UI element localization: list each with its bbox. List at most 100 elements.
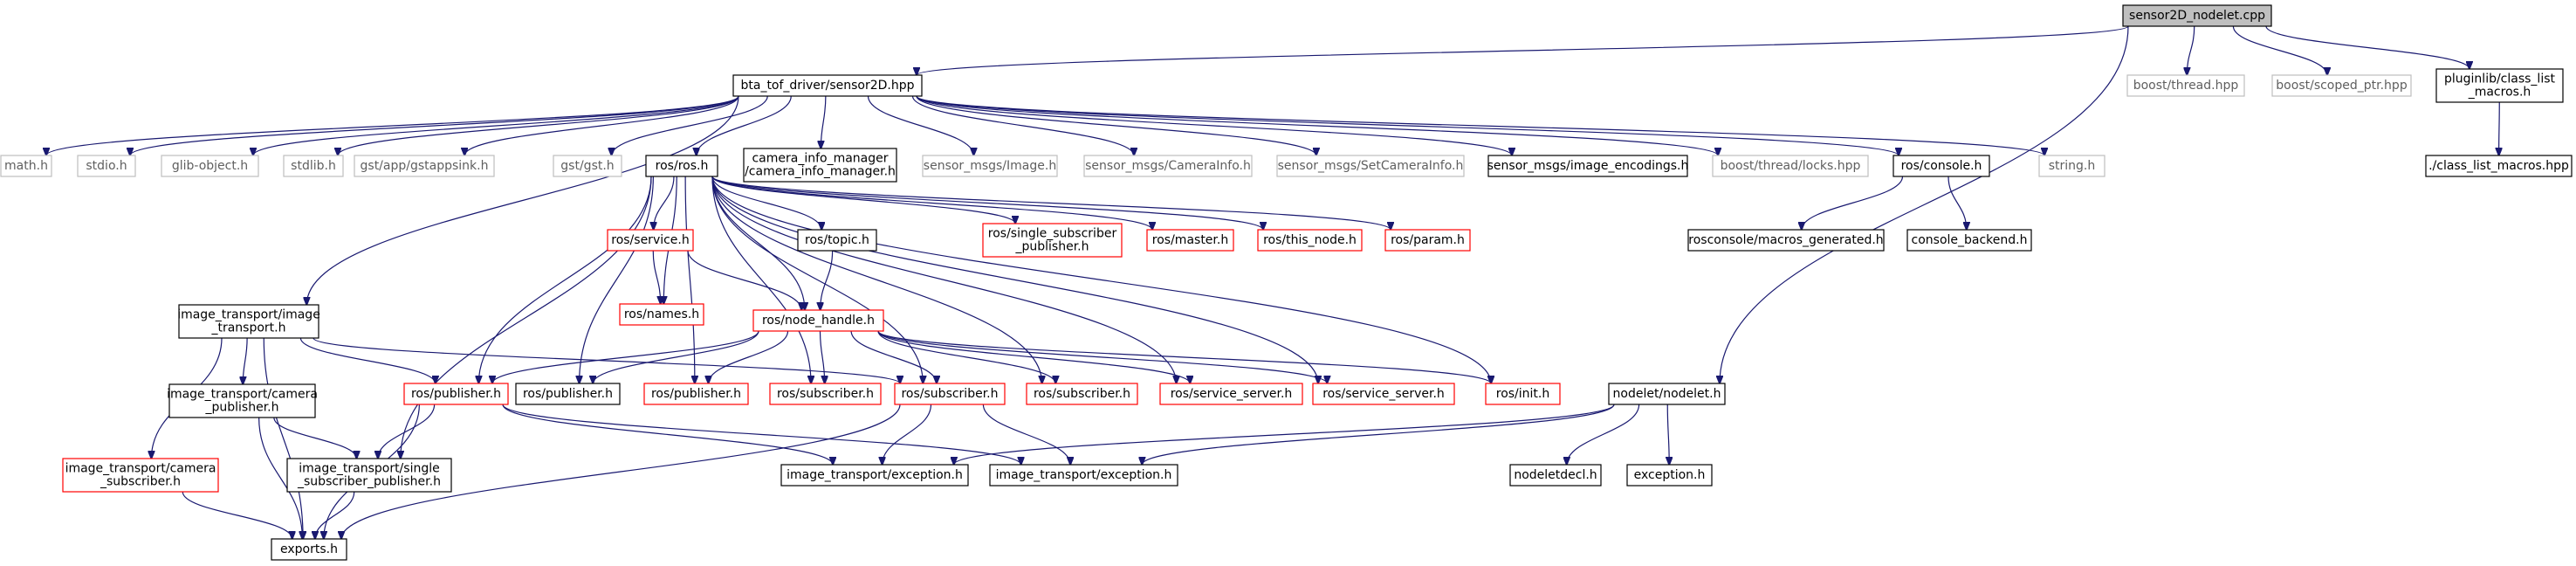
edge-ros_publisher_red-to-it_exception_1 bbox=[502, 404, 833, 465]
node-it_camera_publisher[interactable]: image_transport/camera_publisher.h bbox=[167, 383, 318, 418]
node-ros_master[interactable]: ros/master.h bbox=[1146, 229, 1234, 252]
node-label-it_image_transport-1: _transport.h bbox=[210, 321, 285, 335]
node-label-boost_scoped_ptr-0: boost/scoped_ptr.hpp bbox=[2276, 79, 2408, 93]
node-ros_publisher_b1[interactable]: ros/publisher.h bbox=[515, 383, 621, 405]
node-ros_service[interactable]: ros/service.h bbox=[607, 229, 694, 252]
node-console_backend[interactable]: console_backend.h bbox=[1906, 229, 2032, 252]
node-label-sensor_camerainfo-0: sensor_msgs/CameraInfo.h bbox=[1085, 159, 1251, 173]
node-ros_subscriber_r3[interactable]: ros/subscriber.h bbox=[1026, 383, 1138, 405]
node-box-math_h bbox=[0, 155, 52, 177]
node-root[interactable]: sensor2D_nodelet.cpp bbox=[2122, 4, 2272, 27]
node-it_exception_1[interactable]: image_transport/exception.h bbox=[780, 464, 969, 487]
node-ros_single_sub_pub[interactable]: ros/single_subscriber_publisher.h bbox=[982, 223, 1123, 258]
node-box-ros_service bbox=[607, 229, 694, 252]
node-box-exports_h bbox=[271, 538, 347, 561]
edge-it_camera_subscriber-to-exports_h bbox=[182, 491, 292, 539]
edge-root-to-pluginlib bbox=[2265, 25, 2470, 69]
edge-ros_h-to-ros_service_server_r1 bbox=[711, 176, 1177, 383]
node-box-string_h bbox=[2038, 155, 2105, 177]
edge-ros_h-to-ros_this_node bbox=[711, 176, 1263, 230]
node-class_list_macros[interactable]: ./class_list_macros.hpp bbox=[2425, 155, 2573, 177]
node-nodelet_h[interactable]: nodelet/nodelet.h bbox=[1608, 383, 1726, 405]
edge-ros_h-to-ros_param bbox=[711, 176, 1391, 230]
node-it_camera_subscriber[interactable]: image_transport/camera_subscriber.h bbox=[62, 458, 219, 493]
node-math_h: math.h bbox=[0, 155, 52, 177]
node-ros_this_node[interactable]: ros/this_node.h bbox=[1257, 229, 1363, 252]
edge-root-to-nodelet_h bbox=[1720, 25, 2129, 383]
node-label-sensor2d_hpp-0: bta_tof_driver/sensor2D.hpp bbox=[740, 79, 914, 93]
node-box-glib_object bbox=[161, 155, 259, 177]
edge-sensor2d_hpp-to-sensor_camerainfo bbox=[911, 95, 1135, 155]
edge-ros_h-to-ros_subscriber_r2 bbox=[711, 176, 923, 383]
edge-sensor2d_hpp-to-camera_info_manager bbox=[821, 95, 827, 148]
edge-sensor2d_hpp-to-math_h bbox=[46, 95, 739, 155]
edge-sensor2d_hpp-to-stdlib_h bbox=[338, 95, 739, 155]
node-ros_init[interactable]: ros/init.h bbox=[1485, 383, 1561, 405]
node-ros_service_server_r1[interactable]: ros/service_server.h bbox=[1159, 383, 1303, 405]
node-nodeletdecl[interactable]: nodeletdecl.h bbox=[1509, 464, 1602, 487]
node-box-root bbox=[2122, 4, 2272, 27]
edge-ros_subscriber_r2-to-it_exception_1 bbox=[883, 404, 932, 465]
node-exception_h[interactable]: exception.h bbox=[1626, 464, 1713, 487]
node-ros_console[interactable]: ros/console.h bbox=[1893, 155, 1990, 177]
node-label-stdio_h-0: stdio.h bbox=[86, 159, 127, 173]
node-sensor2d_hpp[interactable]: bta_tof_driver/sensor2D.hpp bbox=[732, 74, 923, 97]
node-box-ros_service_server_r1 bbox=[1159, 383, 1303, 405]
edge-it_camera_publisher-to-it_single_sub_pub bbox=[273, 417, 357, 459]
node-ros_node_handle[interactable]: ros/node_handle.h bbox=[752, 309, 884, 332]
node-exports_h[interactable]: exports.h bbox=[271, 538, 347, 561]
node-box-ros_param bbox=[1384, 229, 1471, 252]
edge-sensor2d_hpp-to-sensor_setcamerainfo bbox=[916, 95, 1316, 155]
node-camera_info_manager[interactable]: camera_info_manager/camera_info_manager.… bbox=[743, 148, 897, 183]
node-stdlib_h: stdlib.h bbox=[283, 155, 344, 177]
node-label-ros_init-0: ros/init.h bbox=[1496, 387, 1550, 401]
edge-nodelet_h-to-nodeletdecl bbox=[1567, 404, 1640, 465]
node-label-nodeletdecl-0: nodeletdecl.h bbox=[1514, 468, 1597, 482]
node-label-ros_subscriber_r2-0: ros/subscriber.h bbox=[901, 387, 998, 401]
node-boost_scoped_ptr: boost/scoped_ptr.hpp bbox=[2271, 74, 2412, 97]
edge-sensor2d_hpp-to-ros_console bbox=[916, 95, 1899, 155]
node-ros_publisher_red[interactable]: ros/publisher.h bbox=[403, 383, 509, 405]
node-it_single_sub_pub[interactable]: image_transport/single_subscriber_publis… bbox=[286, 458, 452, 493]
node-label-ros_publisher_r2-0: ros/publisher.h bbox=[651, 387, 741, 401]
node-pluginlib[interactable]: pluginlib/class_list_macros.h bbox=[2435, 68, 2564, 103]
edge-ros_h-to-ros_publisher_r2 bbox=[684, 176, 695, 383]
edge-nodelet_h-to-exception_h bbox=[1667, 404, 1669, 465]
node-box-sensor_camerainfo bbox=[1083, 155, 1253, 177]
edge-sensor2d_hpp-to-boost_locks bbox=[916, 95, 1718, 155]
node-label-ros_h-0: ros/ros.h bbox=[656, 159, 709, 173]
edge-ros_subscriber_r2-to-exports_h bbox=[341, 404, 901, 539]
node-label-boost_thread-0: boost/thread.hpp bbox=[2133, 79, 2239, 93]
node-label-gst_h-0: gst/gst.h bbox=[560, 159, 614, 173]
node-ros_topic[interactable]: ros/topic.h bbox=[797, 229, 877, 252]
node-label-it_exception_2-0: image_transport/exception.h bbox=[996, 468, 1172, 482]
edge-it_camera_publisher-to-exports_h bbox=[258, 417, 303, 539]
node-label-pluginlib-0: pluginlib/class_list bbox=[2444, 72, 2556, 86]
node-ros_param[interactable]: ros/param.h bbox=[1384, 229, 1471, 252]
node-label-it_single_sub_pub-1: _subscriber_publisher.h bbox=[297, 475, 441, 489]
node-box-sensor_image bbox=[922, 155, 1058, 177]
node-box-nodelet_h bbox=[1608, 383, 1726, 405]
node-it_exception_2[interactable]: image_transport/exception.h bbox=[989, 464, 1178, 487]
node-label-ros_service-0: ros/service.h bbox=[611, 233, 690, 247]
node-box-ros_single_sub_pub bbox=[982, 223, 1123, 258]
edge-ros_h-to-ros_subscriber_r1 bbox=[711, 176, 811, 383]
node-label-ros_subscriber_r1-0: ros/subscriber.h bbox=[777, 387, 874, 401]
node-ros_subscriber_r2[interactable]: ros/subscriber.h bbox=[894, 383, 1006, 405]
node-ros_subscriber_r1[interactable]: ros/subscriber.h bbox=[769, 383, 882, 405]
node-label-boost_locks-0: boost/thread/locks.hpp bbox=[1721, 159, 1861, 173]
node-ros_publisher_r2[interactable]: ros/publisher.h bbox=[643, 383, 749, 405]
edge-ros_node_handle-to-ros_subscriber_r1 bbox=[819, 330, 825, 383]
node-ros_service_server_r2[interactable]: ros/service_server.h bbox=[1312, 383, 1455, 405]
node-label-it_single_sub_pub-0: image_transport/single bbox=[299, 462, 439, 476]
node-ros_names[interactable]: ros/names.h bbox=[619, 303, 704, 326]
node-rosconsole_macros[interactable]: rosconsole/macros_generated.h bbox=[1687, 229, 1885, 252]
edge-ros_node_handle-to-ros_service_server_r2 bbox=[877, 330, 1327, 383]
edge-root-to-sensor2d_hpp bbox=[917, 25, 2129, 75]
node-label-exports_h-0: exports.h bbox=[280, 542, 338, 556]
node-it_image_transport[interactable]: image_transport/image_transport.h bbox=[177, 304, 320, 339]
node-image_encodings[interactable]: sensor_msgs/image_encodings.h bbox=[1487, 155, 1689, 177]
node-ros_h[interactable]: ros/ros.h bbox=[645, 155, 718, 177]
node-label-ros_topic-0: ros/topic.h bbox=[805, 233, 869, 247]
node-glib_object: glib-object.h bbox=[161, 155, 259, 177]
